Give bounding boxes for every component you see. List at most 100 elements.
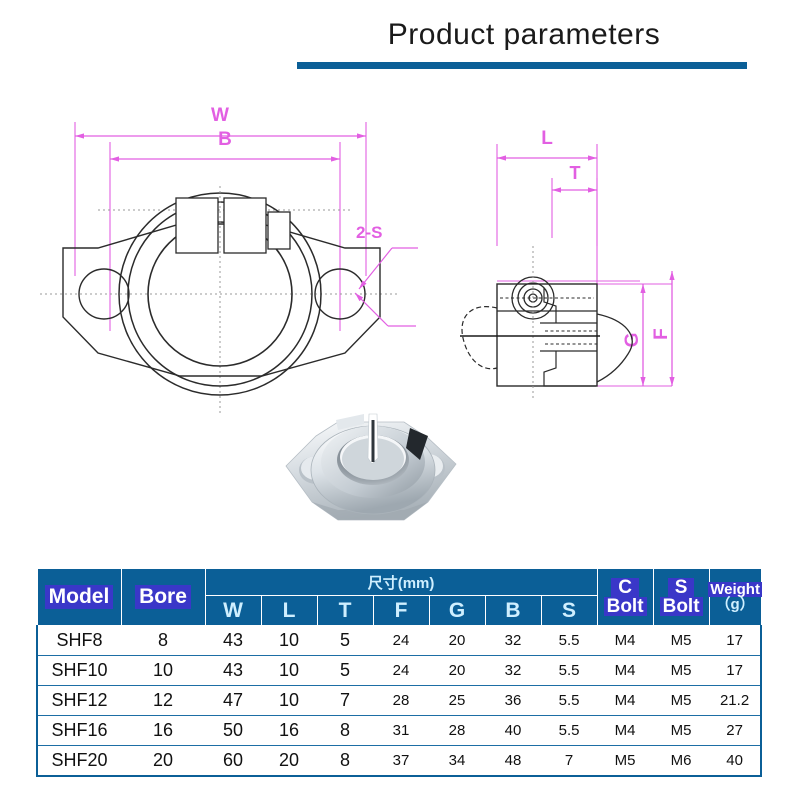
cell-w: 43 bbox=[205, 625, 261, 656]
cell-model: SHF10 bbox=[36, 655, 121, 686]
header-dim-l: L bbox=[260, 595, 318, 626]
header-bore-label: Bore bbox=[135, 584, 191, 610]
front-view-drawing: W B bbox=[40, 105, 418, 416]
side-view-drawing: L T G F bbox=[460, 128, 675, 398]
header-dim-b: B bbox=[484, 595, 542, 626]
cell-b: 32 bbox=[485, 655, 541, 686]
dimension-t-label: T bbox=[570, 163, 581, 183]
technical-drawing-area: W B bbox=[0, 86, 800, 556]
cell-l: 10 bbox=[261, 685, 317, 716]
cell-g: 20 bbox=[429, 625, 485, 656]
product-photo bbox=[278, 398, 464, 543]
table-body: SHF8 8 43 10 5 24 20 32 5.5 M4 M5 17 SHF… bbox=[36, 625, 763, 777]
dimension-g: G bbox=[622, 284, 646, 386]
cell-c-bolt: M5 bbox=[597, 745, 654, 777]
cell-weight: 17 bbox=[709, 655, 763, 686]
dimension-f-label: F bbox=[651, 328, 672, 340]
cell-g: 28 bbox=[429, 715, 485, 746]
header-c-bolt: C Bolt bbox=[596, 568, 654, 626]
side-break-line-right bbox=[596, 313, 633, 383]
photo-slot-gap bbox=[371, 420, 375, 462]
cell-s-bolt: M5 bbox=[653, 715, 710, 746]
dimension-l: L bbox=[497, 128, 597, 161]
cell-t: 8 bbox=[317, 715, 373, 746]
cell-w: 50 bbox=[205, 715, 261, 746]
cell-t: 7 bbox=[317, 685, 373, 716]
cell-g: 25 bbox=[429, 685, 485, 716]
table-row: SHF16 16 50 16 8 31 28 40 5.5 M4 M5 27 bbox=[36, 715, 763, 746]
title-underline-rule bbox=[297, 62, 747, 69]
cell-model: SHF16 bbox=[36, 715, 121, 746]
callout-2s: 2-S bbox=[354, 223, 416, 327]
cell-t: 8 bbox=[317, 745, 373, 777]
header-dim-w: W bbox=[204, 595, 262, 626]
cell-t: 5 bbox=[317, 655, 373, 686]
table-row: SHF12 12 47 10 7 28 25 36 5.5 M4 M5 21.2 bbox=[36, 685, 763, 716]
header-bore: Bore bbox=[120, 568, 206, 626]
side-groove bbox=[540, 288, 597, 387]
cell-c-bolt: M4 bbox=[597, 685, 654, 716]
front-view-extension-lines bbox=[74, 122, 367, 331]
cell-l: 10 bbox=[261, 625, 317, 656]
header-weight: Weight （g） bbox=[708, 568, 762, 626]
cell-s: 5.5 bbox=[541, 655, 598, 686]
cell-g: 20 bbox=[429, 655, 485, 686]
header-row-dims: W L T F G B S bbox=[37, 595, 761, 626]
cell-s: 5.5 bbox=[541, 625, 598, 656]
table-row: SHF8 8 43 10 5 24 20 32 5.5 M4 M5 17 bbox=[36, 625, 763, 656]
cell-model: SHF12 bbox=[36, 685, 121, 716]
table-header: Model Bore 尺寸(mm) C Bolt S Bolt bbox=[36, 567, 762, 626]
flange-body-outline bbox=[62, 223, 381, 377]
cell-bore: 8 bbox=[121, 625, 205, 656]
cell-weight: 40 bbox=[709, 745, 763, 777]
cell-w: 47 bbox=[205, 685, 261, 716]
header-dim-g: G bbox=[428, 595, 486, 626]
clamp-blocks bbox=[175, 197, 291, 254]
cell-f: 24 bbox=[373, 625, 429, 656]
header-model: Model bbox=[36, 568, 122, 626]
cell-s: 5.5 bbox=[541, 715, 598, 746]
cell-f: 31 bbox=[373, 715, 429, 746]
photo-top-highlight bbox=[336, 414, 364, 430]
page-title: Product parameters bbox=[387, 18, 661, 51]
callout-2s-leader bbox=[358, 247, 418, 290]
cell-s-bolt: M5 bbox=[653, 655, 710, 686]
cell-w: 60 bbox=[205, 745, 261, 777]
cell-w: 43 bbox=[205, 655, 261, 686]
cell-s-bolt: M5 bbox=[653, 685, 710, 716]
dimension-w-label: W bbox=[211, 105, 229, 126]
cell-model: SHF20 bbox=[36, 745, 121, 777]
cell-c-bolt: M4 bbox=[597, 625, 654, 656]
cell-b: 40 bbox=[485, 715, 541, 746]
cell-c-bolt: M4 bbox=[597, 655, 654, 686]
cell-f: 28 bbox=[373, 685, 429, 716]
dimension-w: W bbox=[75, 105, 366, 139]
header-s-bolt-top: S bbox=[667, 578, 695, 597]
cell-f: 37 bbox=[373, 745, 429, 777]
cell-weight: 27 bbox=[709, 715, 763, 746]
bolt-hole-right bbox=[314, 268, 366, 320]
dimension-f: F bbox=[651, 271, 675, 386]
header-row-top: Model Bore 尺寸(mm) C Bolt S Bolt bbox=[36, 567, 762, 626]
cell-weight: 17 bbox=[709, 625, 763, 656]
side-break-line-left bbox=[461, 306, 498, 370]
dimension-t: T bbox=[552, 163, 597, 193]
cell-s-bolt: M6 bbox=[653, 745, 710, 777]
header-dimensions-group: 尺寸(mm) bbox=[204, 567, 598, 597]
cell-weight: 21.2 bbox=[709, 685, 763, 716]
front-view-centerlines bbox=[40, 186, 400, 416]
cell-c-bolt: M4 bbox=[597, 715, 654, 746]
callout-2s-label: 2-S bbox=[356, 223, 382, 242]
cell-b: 36 bbox=[485, 685, 541, 716]
dimension-b: B bbox=[110, 129, 340, 162]
header-s-bolt-bottom: Bolt bbox=[659, 597, 703, 616]
header-dim-s: S bbox=[540, 595, 598, 626]
title-area: Product parameters bbox=[0, 0, 800, 86]
cell-model: SHF8 bbox=[36, 625, 121, 656]
cell-t: 5 bbox=[317, 625, 373, 656]
header-c-bolt-top: C bbox=[611, 578, 639, 597]
cell-bore: 16 bbox=[121, 715, 205, 746]
header-dim-t: T bbox=[316, 595, 374, 626]
header-dim-f: F bbox=[372, 595, 430, 626]
header-c-bolt-bottom: Bolt bbox=[603, 597, 647, 616]
